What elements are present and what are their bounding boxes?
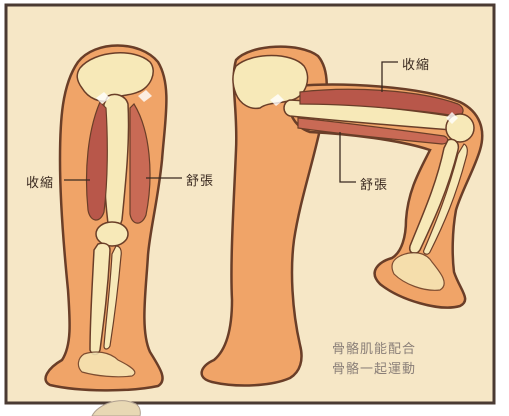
left-contract-label: 收縮 <box>26 172 54 191</box>
left-relax-label: 舒張 <box>186 170 214 189</box>
caption-line-1: 骨骼肌能配合 <box>332 338 416 357</box>
left-knee-bone <box>96 222 128 246</box>
right-relax-label: 舒張 <box>360 174 388 193</box>
caption-line-2: 骨骼一起運動 <box>332 358 416 377</box>
right-contract-label: 收縮 <box>402 54 430 73</box>
